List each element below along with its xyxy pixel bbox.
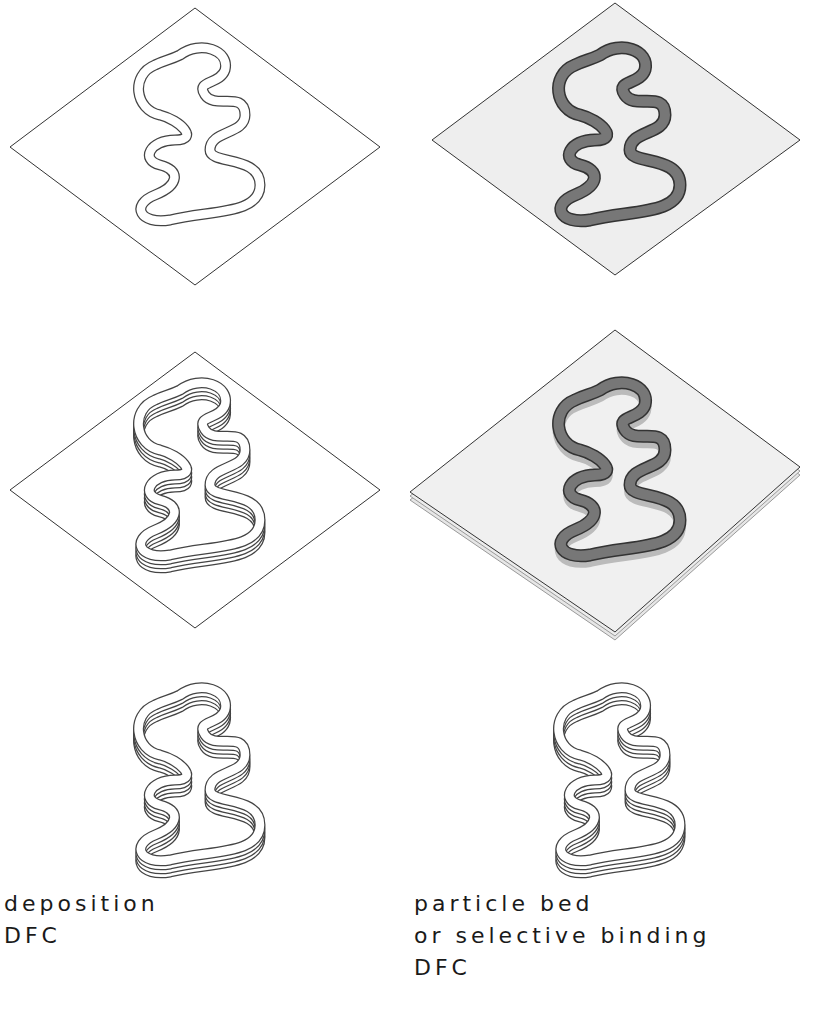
caption-label: DFC <box>4 925 61 947</box>
bound-stack <box>559 383 680 562</box>
finished-part <box>559 688 680 873</box>
finished-part <box>139 688 260 873</box>
caption-label: particle bed <box>414 893 593 915</box>
bound-layer <box>559 48 680 221</box>
deposited-layer <box>139 48 260 221</box>
caption-label: deposition <box>4 893 159 915</box>
caption-label: DFC <box>414 957 471 979</box>
particle-bed <box>432 3 800 275</box>
build-plate <box>10 8 380 285</box>
deposited-stack <box>139 383 260 568</box>
build-plate <box>10 352 380 628</box>
caption-label: or selective binding <box>414 925 711 947</box>
particle-bed <box>410 330 800 632</box>
